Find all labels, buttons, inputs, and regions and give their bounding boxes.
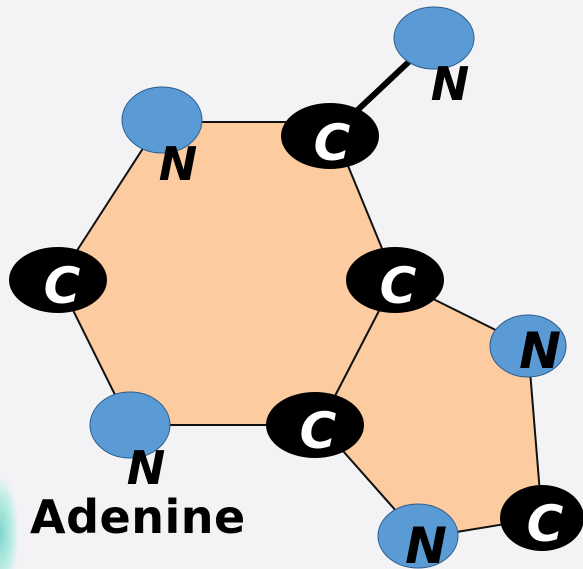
carbon-atom-circle [281,103,379,169]
nitrogen-atom-circle [393,6,475,70]
carbon-atom-circle [266,392,364,458]
nitrogen-atom-circle [377,503,459,569]
nitrogen-atom-circle [89,391,171,459]
nitrogen-atom-circle [121,86,203,154]
molecule-name: Adenine [30,490,246,544]
nitrogen-atom-n-pent-bottom: N [377,503,459,569]
carbon-atom-circle [500,485,583,551]
decorative-edge-glow [0,478,18,569]
nitrogen-atom-n-bottom: N [89,391,171,495]
carbon-atom-circle [346,247,444,313]
carbon-atom-circle [9,247,107,313]
carbon-atom-c-pent-corner: C [500,485,583,553]
nitrogen-atom-n-amino: N [393,6,475,111]
nitrogen-atom-circle [489,314,567,378]
